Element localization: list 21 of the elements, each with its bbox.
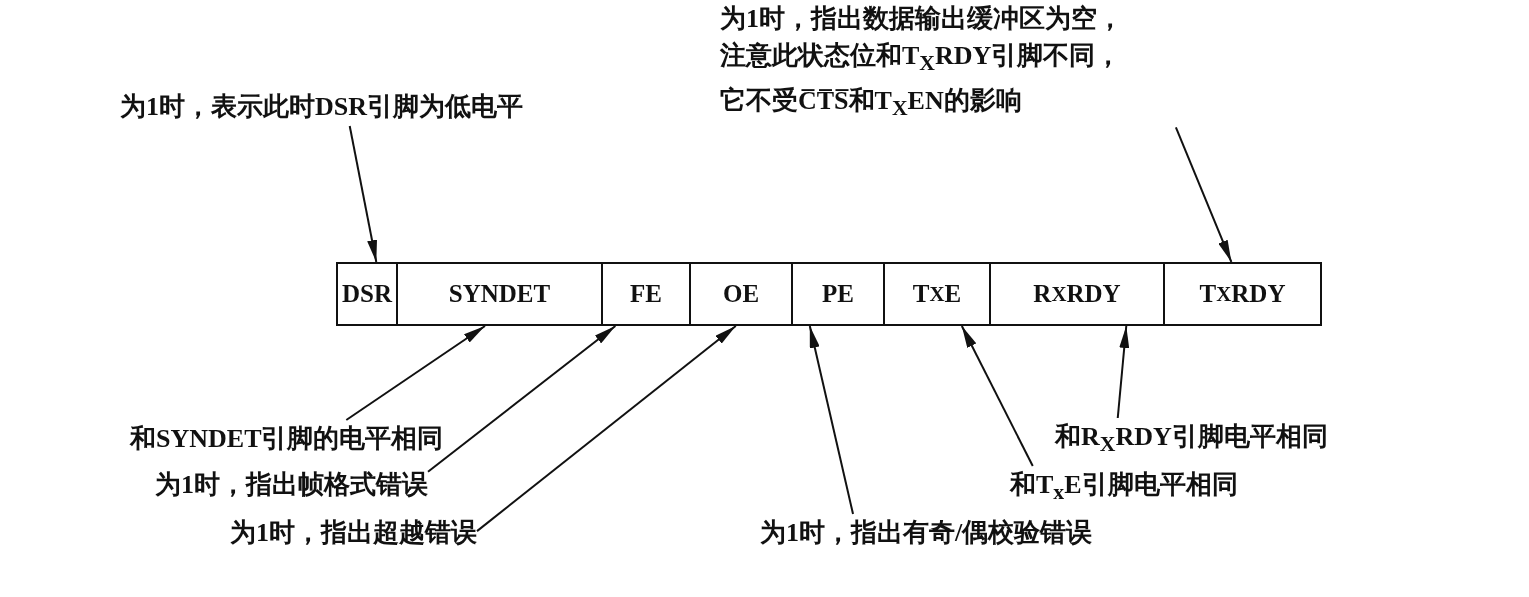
arrow <box>1174 126 1233 263</box>
annotation-text: 和SYNDET引脚的电平相同 <box>130 420 444 458</box>
arrow <box>808 325 855 515</box>
arrow <box>476 325 737 533</box>
annotation-text: 为1时，指出有奇/偶校验错误 <box>760 514 1093 552</box>
arrow <box>960 325 1034 467</box>
annotation-text: 为1时，指出数据输出缓冲区为空，注意此状态位和T$_{X}$RDY引脚不同，它不受C̅T̅S̅和T$_{X}$EN的影响 <box>720 0 1190 128</box>
arrow <box>348 125 378 263</box>
register-bit-cell: FE <box>601 262 691 326</box>
arrow <box>1116 325 1130 419</box>
register-bit-cell: PE <box>791 262 885 326</box>
annotation-text: 和T$_{x}$E引脚电平相同 <box>1010 466 1238 512</box>
annotation-text: 为1时，表示此时DSR引脚为低电平 <box>120 88 523 126</box>
arrow <box>427 325 617 473</box>
register-bit-cell: SYNDET <box>396 262 603 326</box>
register-bit-cell: OE <box>689 262 793 326</box>
arrow <box>345 325 486 421</box>
register-bit-cell: DSR <box>336 262 398 326</box>
annotation-text: 为1时，指出超越错误 <box>230 514 477 552</box>
annotation-text: 为1时，指出帧格式错误 <box>155 466 428 504</box>
annotation-text: 和R$_{X}$RDY引脚电平相同 <box>1055 418 1328 464</box>
